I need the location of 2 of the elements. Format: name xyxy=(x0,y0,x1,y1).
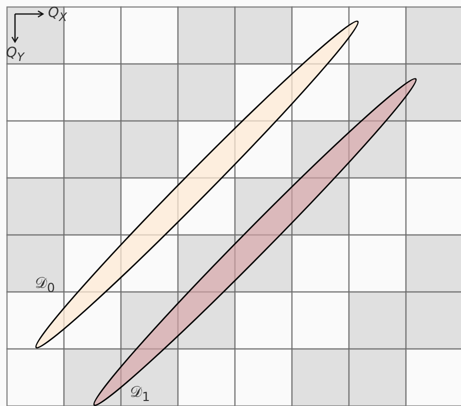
region-label: 𝒟$_{0}$ xyxy=(35,276,55,294)
region-label: 𝒟$_{1}$ xyxy=(130,385,150,404)
